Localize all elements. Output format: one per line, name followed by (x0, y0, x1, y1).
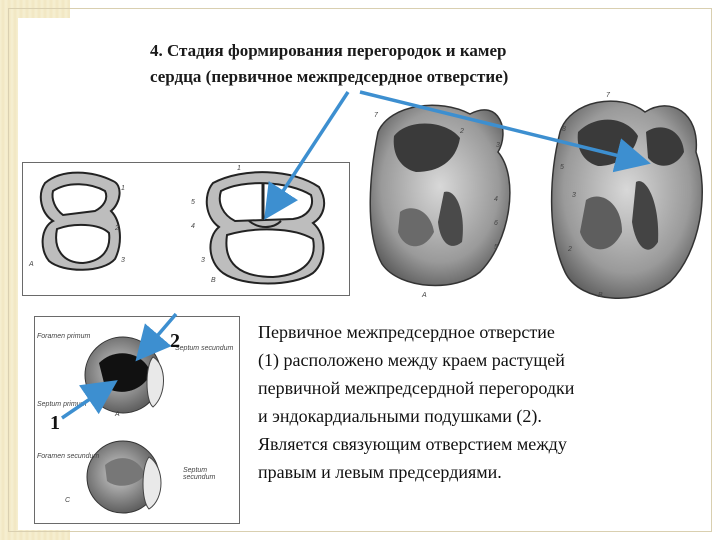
body-line: Первичное межпредсердное отверстие (258, 318, 698, 346)
body-line: правым и левым предсердиями. (258, 458, 698, 486)
body-line: первичной межпредсердной перегородки (258, 374, 698, 402)
arrow-to-left-figure (268, 92, 348, 214)
body-line: и эндокардиальными подушками (2). (258, 402, 698, 430)
arrow-label-2 (140, 314, 176, 356)
arrow-label-1 (62, 384, 112, 418)
body-line: (1) расположено между краем растущей (258, 346, 698, 374)
arrow-to-right-figure (360, 92, 644, 162)
body-line: Является связующим отверстием между (258, 430, 698, 458)
body-paragraph: Первичное межпредсердное отверстие (1) р… (258, 318, 698, 486)
